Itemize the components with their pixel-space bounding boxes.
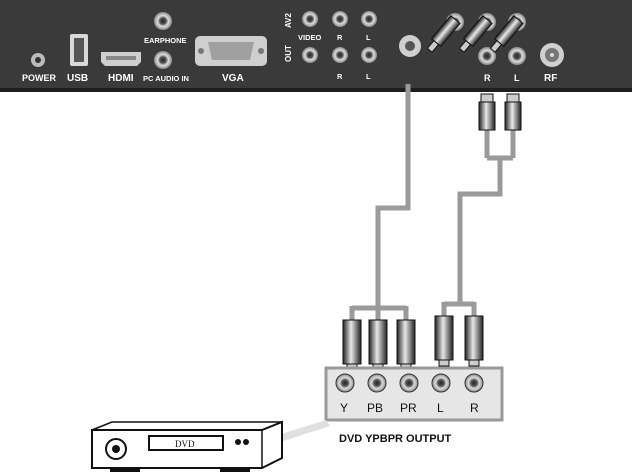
tv-audio-plugs <box>478 93 522 131</box>
jack-label-l: L <box>437 401 444 415</box>
y-jack <box>335 373 355 393</box>
audio-in-r-label: R <box>484 73 491 83</box>
usb-label: USB <box>67 73 88 84</box>
audio-in-l-label: L <box>514 73 520 83</box>
out-l-label: L <box>366 72 371 81</box>
power-button <box>31 53 45 67</box>
out-video-jack <box>302 47 318 63</box>
dvd-button-icon <box>235 439 241 445</box>
av2-l-jack <box>361 11 377 27</box>
av2-l-label: L <box>366 33 371 42</box>
out-l-jack <box>361 47 377 63</box>
dvd-audio-plugs <box>434 315 484 367</box>
jack-label-pb: PB <box>367 401 383 415</box>
dvd-output-caption: DVD YPBPR OUTPUT <box>339 433 452 445</box>
s-video-port <box>399 35 421 57</box>
video-cable <box>349 84 411 320</box>
av2-label: AV2 <box>284 12 293 28</box>
audio-in-r-jack <box>478 47 496 65</box>
earphone-label: EARPHONE <box>144 36 187 45</box>
dvd-player: DVD <box>91 420 283 472</box>
r-jack <box>464 373 484 393</box>
rf-jack <box>540 43 564 67</box>
l-jack <box>431 373 451 393</box>
jack-label-pr: PR <box>400 401 417 415</box>
av2-r-label: R <box>337 33 343 42</box>
dvd-button-icon <box>243 439 249 445</box>
av2-r-jack <box>332 11 348 27</box>
dvd-power-dial <box>105 438 127 460</box>
jack-label-r: R <box>470 401 479 415</box>
vga-port <box>195 36 267 66</box>
dvd-video-plugs <box>342 319 416 371</box>
rf-label: RF <box>544 73 557 84</box>
out-label: OUT <box>284 45 293 62</box>
tv-back-panel: POWER USB HDMI EARPHONE PC AUDIO IN <box>0 0 632 92</box>
pc-audio-in-label: PC AUDIO IN <box>143 74 189 83</box>
vga-label: VGA <box>222 73 244 84</box>
audio-cable <box>441 130 516 316</box>
dvd-display-text: DVD <box>175 439 195 449</box>
disc-tray <box>148 435 224 451</box>
pb-jack <box>367 373 387 393</box>
hdmi-port <box>101 52 141 66</box>
pr-jack <box>399 373 419 393</box>
video-label: VIDEO <box>298 33 322 42</box>
power-label: POWER <box>22 73 57 83</box>
tv-video-plugs <box>426 15 524 53</box>
pc-audio-jack <box>154 51 172 69</box>
usb-port <box>70 34 88 66</box>
earphone-jack <box>154 12 172 30</box>
out-r-jack <box>332 47 348 63</box>
hdmi-label: HDMI <box>108 73 134 84</box>
dvd-output-panel: Y PB PR L R <box>324 366 504 422</box>
jack-label-y: Y <box>340 401 348 415</box>
av2-video-jack <box>302 11 318 27</box>
audio-in-l-jack <box>508 47 526 65</box>
out-r-label: R <box>337 72 343 81</box>
